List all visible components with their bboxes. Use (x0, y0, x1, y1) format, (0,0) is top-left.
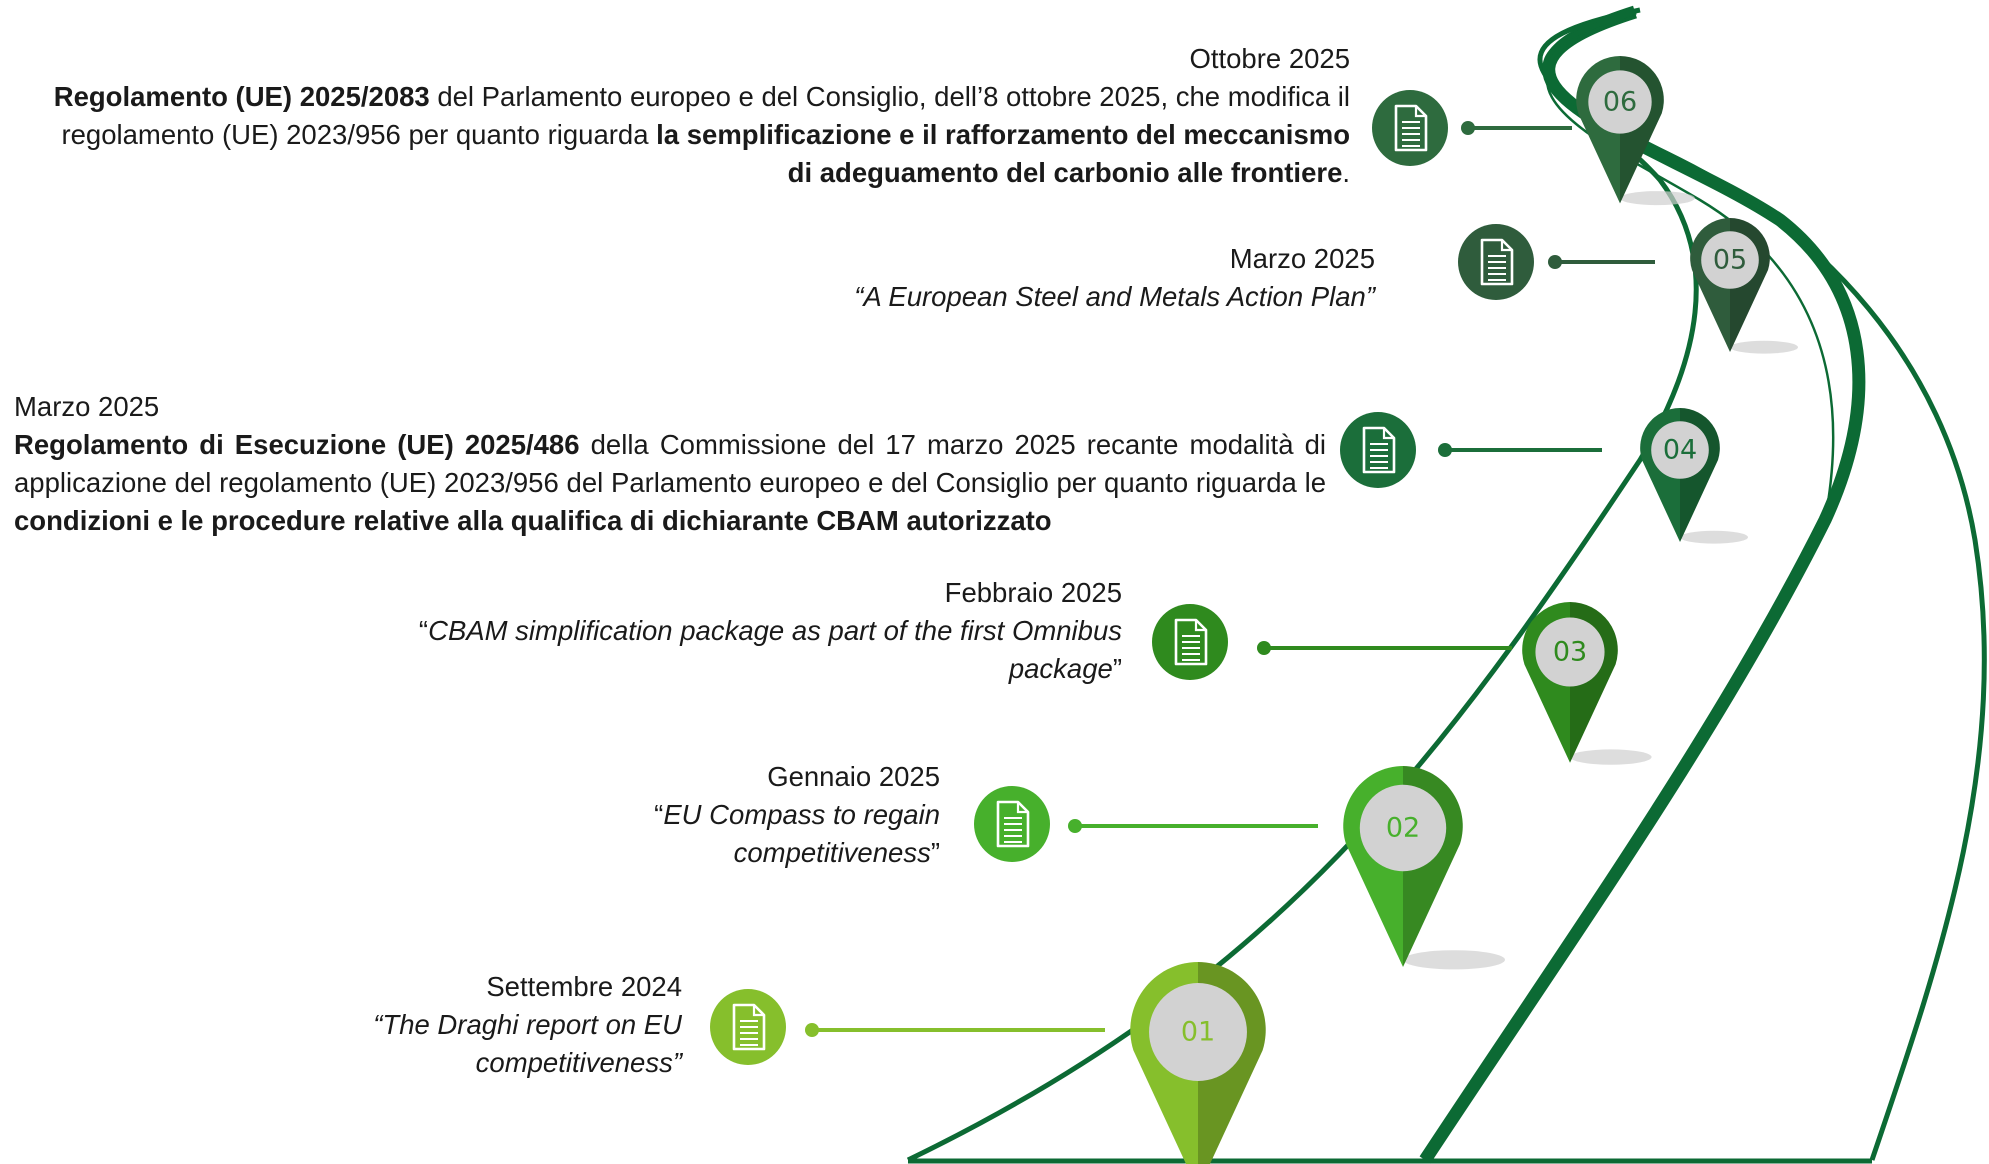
milestone-description: “A European Steel and Metals Action Plan… (854, 281, 1375, 312)
document-icon (1458, 224, 1534, 300)
road-center-line (1419, 5, 1866, 1164)
connector-dot-03 (1257, 641, 1271, 655)
milestone-description: “EU Compass to regain competitiveness” (654, 799, 940, 868)
connector-dot-01 (805, 1023, 819, 1037)
milestone-date: Febbraio 2025 (944, 577, 1122, 608)
document-icon (1372, 90, 1448, 166)
document-icon (710, 989, 786, 1065)
map-pin-05: 05 (1690, 218, 1798, 354)
map-pin-03: 03 (1522, 602, 1652, 765)
map-pin-06: 06 (1576, 56, 1695, 206)
milestone-05-text: Marzo 2025 “A European Steel and Metals A… (700, 240, 1375, 316)
milestone-date: Marzo 2025 (14, 391, 160, 422)
milestone-number: 06 (1603, 87, 1637, 118)
document-icon (1340, 412, 1416, 488)
road-right-edge (1542, 9, 1987, 1161)
milestone-02-text: Gennaio 2025 “EU Compass to regain compet… (560, 758, 940, 872)
connector-dot-05 (1548, 255, 1562, 269)
milestone-date: Marzo 2025 (1229, 243, 1375, 274)
milestone-number: 03 (1553, 637, 1587, 668)
map-pin-04: 04 (1640, 408, 1748, 544)
connector-dot-02 (1068, 819, 1082, 833)
milestone-number: 01 (1181, 1017, 1215, 1048)
milestone-description: “CBAM simplification package as part of … (418, 615, 1122, 684)
milestone-number: 05 (1713, 245, 1747, 276)
milestone-03-text: Febbraio 2025 “CBAM simplification packag… (400, 574, 1122, 688)
milestone-description: Regolamento (UE) 2025/2083 del Parlament… (53, 81, 1350, 188)
milestone-description: Regolamento di Esecuzione (UE) 2025/486 … (14, 429, 1326, 536)
map-pin-02: 02 (1343, 766, 1505, 970)
milestone-date: Gennaio 2025 (767, 761, 940, 792)
connector-dot-04 (1438, 443, 1452, 457)
milestone-number: 02 (1386, 813, 1420, 844)
map-pin-01: 01 (1130, 962, 1266, 1164)
milestone-01-text: Settembre 2024 “The Draghi report on EU c… (330, 968, 682, 1082)
milestone-description: “The Draghi report on EU competitiveness… (373, 1009, 682, 1078)
milestone-date: Ottobre 2025 (1189, 43, 1350, 74)
connector-dot-06 (1461, 121, 1475, 135)
document-icon (1152, 604, 1228, 680)
document-icon (974, 786, 1050, 862)
milestone-date: Settembre 2024 (486, 971, 682, 1002)
milestone-number: 04 (1663, 435, 1697, 466)
